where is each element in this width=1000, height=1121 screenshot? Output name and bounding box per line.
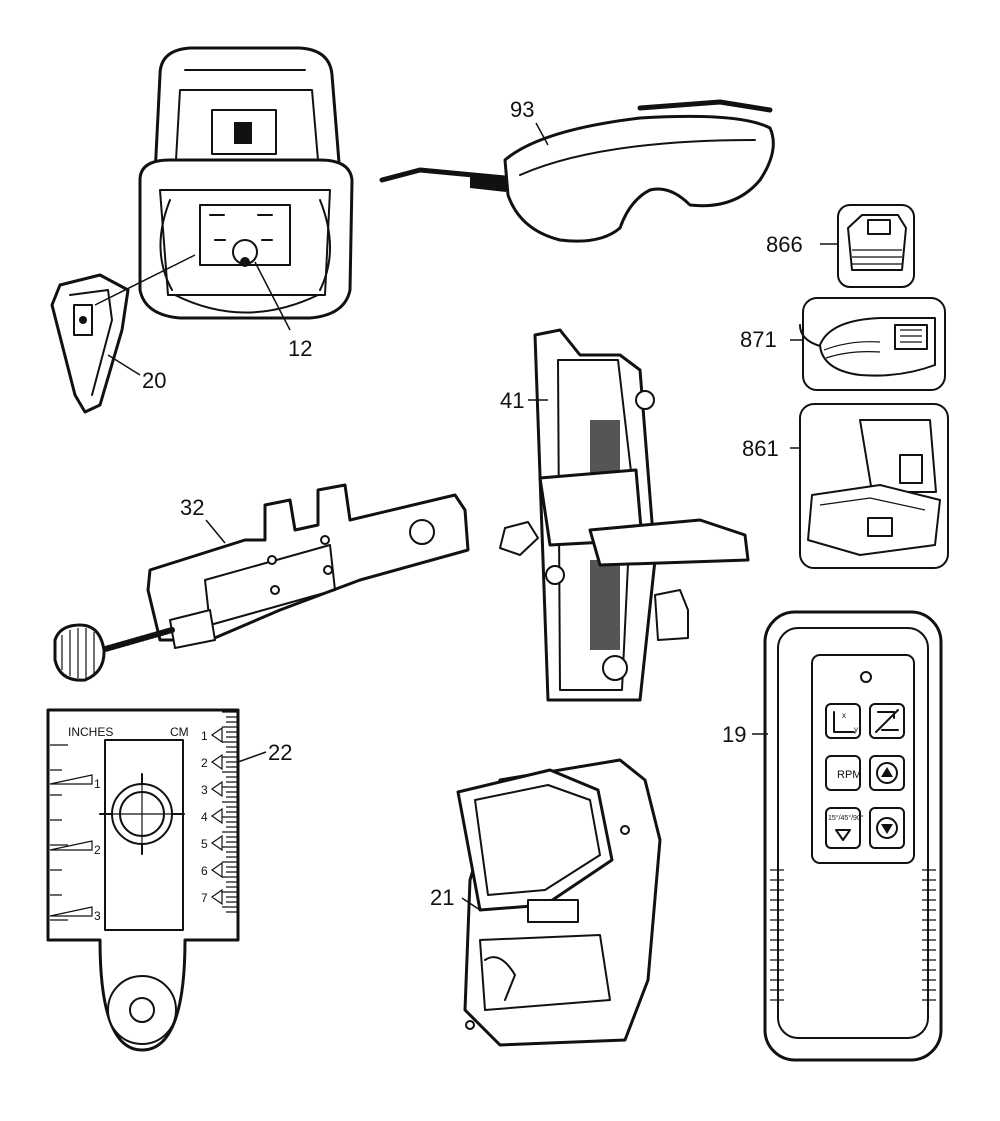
inch-mark: 1 <box>94 777 101 791</box>
wall-mount-icon <box>50 273 130 414</box>
detector-case-icon <box>456 758 662 1047</box>
inch-mark: 3 <box>94 909 101 923</box>
battery-pack-icon <box>837 204 915 288</box>
callout-19: 19 <box>722 722 746 747</box>
angle-label: 15°/45°/90° <box>828 814 864 822</box>
cm-mark: 7 <box>201 891 208 905</box>
target-card-icon <box>46 708 240 1052</box>
cm-mark: 5 <box>201 837 208 851</box>
callout-21: 21 <box>430 885 454 910</box>
inch-mark: 2 <box>94 843 101 857</box>
safety-glasses-icon <box>379 99 775 243</box>
callout-861: 861 <box>742 436 779 461</box>
callout-93: 93 <box>510 97 534 122</box>
callout-22: 22 <box>268 740 292 765</box>
cm-mark: 4 <box>201 810 208 824</box>
callout-41: 41 <box>500 388 524 413</box>
remote-control-icon <box>763 610 943 1062</box>
grade-rod-clamp-icon <box>53 483 470 682</box>
callout-866: 866 <box>766 232 803 257</box>
callout-871: 871 <box>740 327 777 352</box>
cm-mark: 2 <box>201 756 208 770</box>
inches-label: INCHES <box>68 725 113 739</box>
axis-y-label: y <box>854 725 858 734</box>
axis-x-label: x <box>842 711 846 720</box>
callout-20: 20 <box>142 368 166 393</box>
cm-mark: 3 <box>201 783 208 797</box>
carrying-case-icon <box>799 403 949 569</box>
rpm-label: RPM <box>837 769 861 781</box>
cm-mark: 1 <box>201 729 208 743</box>
cm-mark: 6 <box>201 864 208 878</box>
cm-label: CM <box>170 725 189 739</box>
charger-icon <box>799 297 946 391</box>
ceiling-mount-icon <box>499 328 750 702</box>
callout-32: 32 <box>180 495 204 520</box>
laser-level-icon <box>138 46 354 320</box>
callout-12: 12 <box>288 336 312 361</box>
